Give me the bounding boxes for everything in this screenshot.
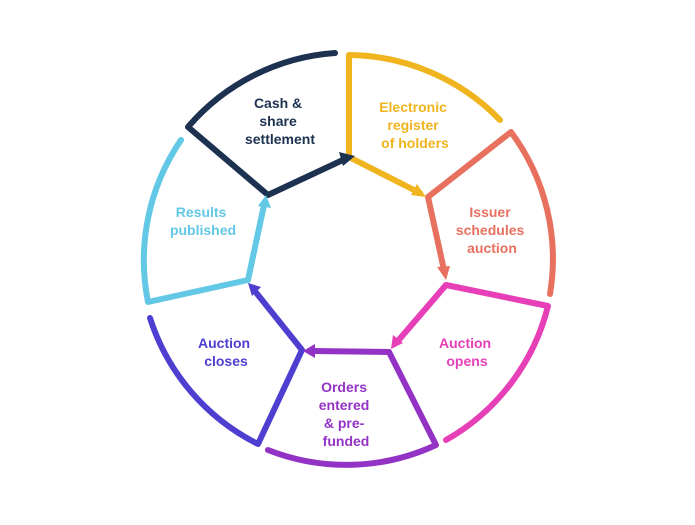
label-auction-opens: Auction opens <box>439 335 495 369</box>
segment-orders-entered <box>265 348 439 468</box>
segment-issuer-schedules-auction <box>425 129 556 297</box>
segment-results-published <box>140 137 267 305</box>
arrowhead-electronic-register <box>411 184 426 197</box>
label-cash-share-settlement: Cash & share settlement <box>245 95 315 147</box>
label-issuer-schedules-auction: Issuer schedules auction <box>456 204 528 256</box>
arrowhead-results-published <box>258 195 271 208</box>
segment-auction-closes <box>147 287 305 447</box>
label-electronic-register: Electronic register of holders <box>379 99 451 151</box>
segment-auction-opens <box>394 282 551 443</box>
segment-cash-share-settlement <box>185 50 348 198</box>
arrowhead-orders-entered <box>303 344 315 358</box>
label-results-published: Results published <box>170 204 236 238</box>
arrowhead-cash-share-settlement <box>339 152 355 166</box>
label-auction-closes: Auction closes <box>198 335 254 369</box>
arrowhead-auction-closes <box>248 283 261 296</box>
label-orders-entered: Orders entered & pre- funded <box>319 379 373 449</box>
arrowhead-issuer-schedules-auction <box>437 266 450 280</box>
arrowhead-auction-opens <box>391 335 403 349</box>
segment-electronic-register <box>346 52 503 196</box>
